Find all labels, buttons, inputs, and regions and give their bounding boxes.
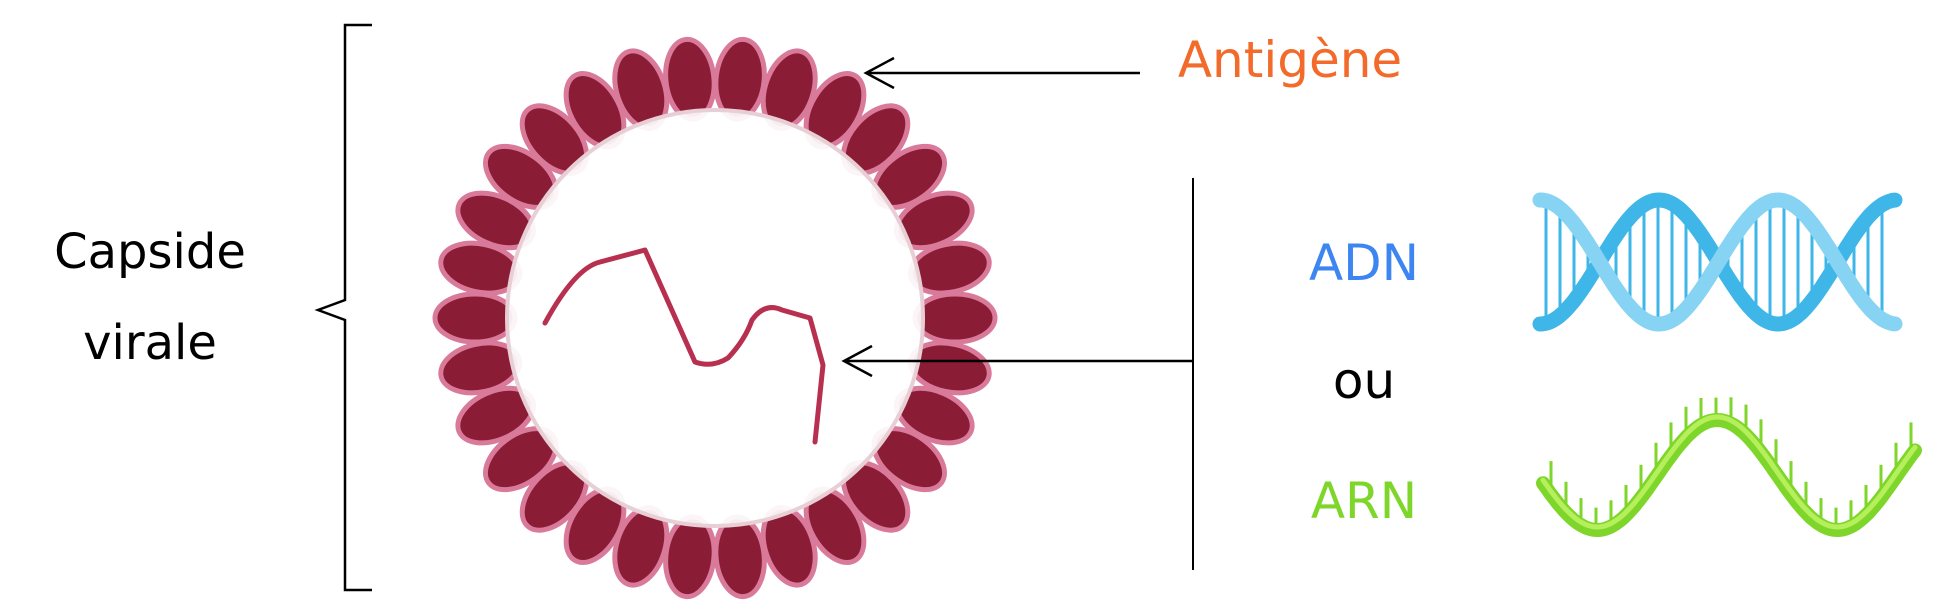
- capsid-label-line1: Capside: [54, 224, 246, 280]
- antigen-spike: [432, 291, 518, 345]
- antigen-arrow: [863, 56, 1140, 90]
- capsid-brace: [314, 23, 372, 592]
- capsid-membrane: [505, 108, 925, 528]
- viral-genome-strand: [542, 247, 826, 445]
- dna-double-helix-icon: [1532, 192, 1903, 332]
- rna-strand-icon: [1536, 397, 1922, 538]
- genome-connector: [841, 178, 1194, 570]
- virus-particle-icon: [432, 36, 998, 600]
- dna-label: ADN: [1309, 234, 1419, 292]
- antigen-label: Antigène: [1178, 31, 1402, 89]
- antigen-spike: [912, 291, 998, 345]
- rna-label: ARN: [1311, 472, 1417, 530]
- or-label: ou: [1333, 352, 1395, 410]
- capsid-label-line2: virale: [83, 315, 217, 371]
